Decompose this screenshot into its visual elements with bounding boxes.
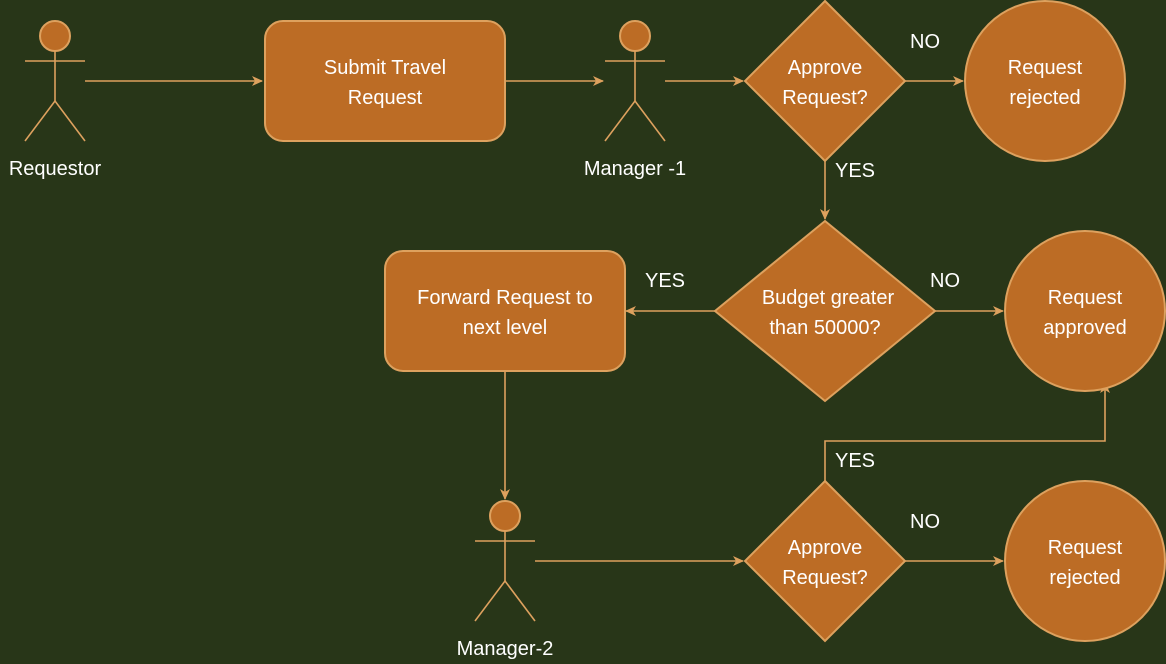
- node-label-line-2: Request: [348, 87, 423, 109]
- edges: [85, 76, 1110, 566]
- node-label-line-2: Request?: [782, 567, 868, 589]
- decision-diamond: [713, 219, 937, 403]
- actor-requestor: Requestor: [9, 20, 102, 180]
- node-label-line-1: Approve: [788, 537, 863, 559]
- node-label-line-1: Request: [1048, 287, 1123, 309]
- node-label-line-2: next level: [463, 317, 548, 339]
- node-label-line-1: Submit Travel: [324, 57, 446, 79]
- edge-label-approve1-no: NO: [910, 31, 940, 53]
- decision-approve-request-1: Approve Request?: [743, 0, 907, 163]
- actor-left-leg: [474, 580, 506, 622]
- decision-diamond: [743, 479, 907, 643]
- node-submit-travel-request: Submit Travel Request: [264, 20, 506, 142]
- node-label-line-2: Request?: [782, 87, 868, 109]
- node-label-line-2: rejected: [1049, 567, 1120, 589]
- process-box: [384, 250, 626, 372]
- actor-head: [489, 500, 521, 532]
- node-label-line-1: Request: [1048, 537, 1123, 559]
- node-label-line-2: rejected: [1009, 87, 1080, 109]
- edge-label-approve2-yes: YES: [835, 450, 875, 472]
- edge-label-budget-no: NO: [930, 270, 960, 292]
- edge-approve2-yes: [824, 382, 1110, 481]
- node-label-line-1: Approve: [788, 57, 863, 79]
- node-forward-request: Forward Request to next level: [384, 250, 626, 372]
- node-label-line-1: Budget greater: [762, 287, 895, 309]
- actor-right-leg: [504, 580, 536, 622]
- actor-right-leg: [54, 100, 86, 142]
- edge-label-approve1-yes: YES: [835, 160, 875, 182]
- actor-head: [39, 20, 71, 52]
- decision-budget-check: Budget greater than 50000?: [713, 219, 937, 403]
- actor-manager-1: Manager -1: [584, 20, 686, 180]
- actor-left-leg: [604, 100, 636, 142]
- actor-right-leg: [634, 100, 666, 142]
- node-label-line-1: Forward Request to: [417, 287, 593, 309]
- actor-head: [619, 20, 651, 52]
- terminal-request-approved: Request approved: [1004, 230, 1166, 392]
- node-label-line-2: than 50000?: [769, 317, 880, 339]
- terminal-circle: [964, 0, 1126, 162]
- terminal-circle: [1004, 230, 1166, 392]
- actor-manager-2: Manager-2: [457, 500, 554, 660]
- node-label-line-1: Request: [1008, 57, 1083, 79]
- terminal-request-rejected-1: Request rejected: [964, 0, 1126, 162]
- edge-labels: NO YES YES NO YES NO: [645, 31, 960, 533]
- node-label-line-2: approved: [1043, 317, 1126, 339]
- edge-label-budget-yes: YES: [645, 270, 685, 292]
- actor-label-manager-2: Manager-2: [457, 638, 554, 660]
- actor-label-requestor: Requestor: [9, 158, 102, 180]
- decision-approve-request-2: Approve Request?: [743, 479, 907, 643]
- process-box: [264, 20, 506, 142]
- terminal-request-rejected-2: Request rejected: [1004, 480, 1166, 642]
- terminal-circle: [1004, 480, 1166, 642]
- actor-left-leg: [24, 100, 56, 142]
- edge-label-approve2-no: NO: [910, 511, 940, 533]
- actor-label-manager-1: Manager -1: [584, 158, 686, 180]
- decision-diamond: [743, 0, 907, 163]
